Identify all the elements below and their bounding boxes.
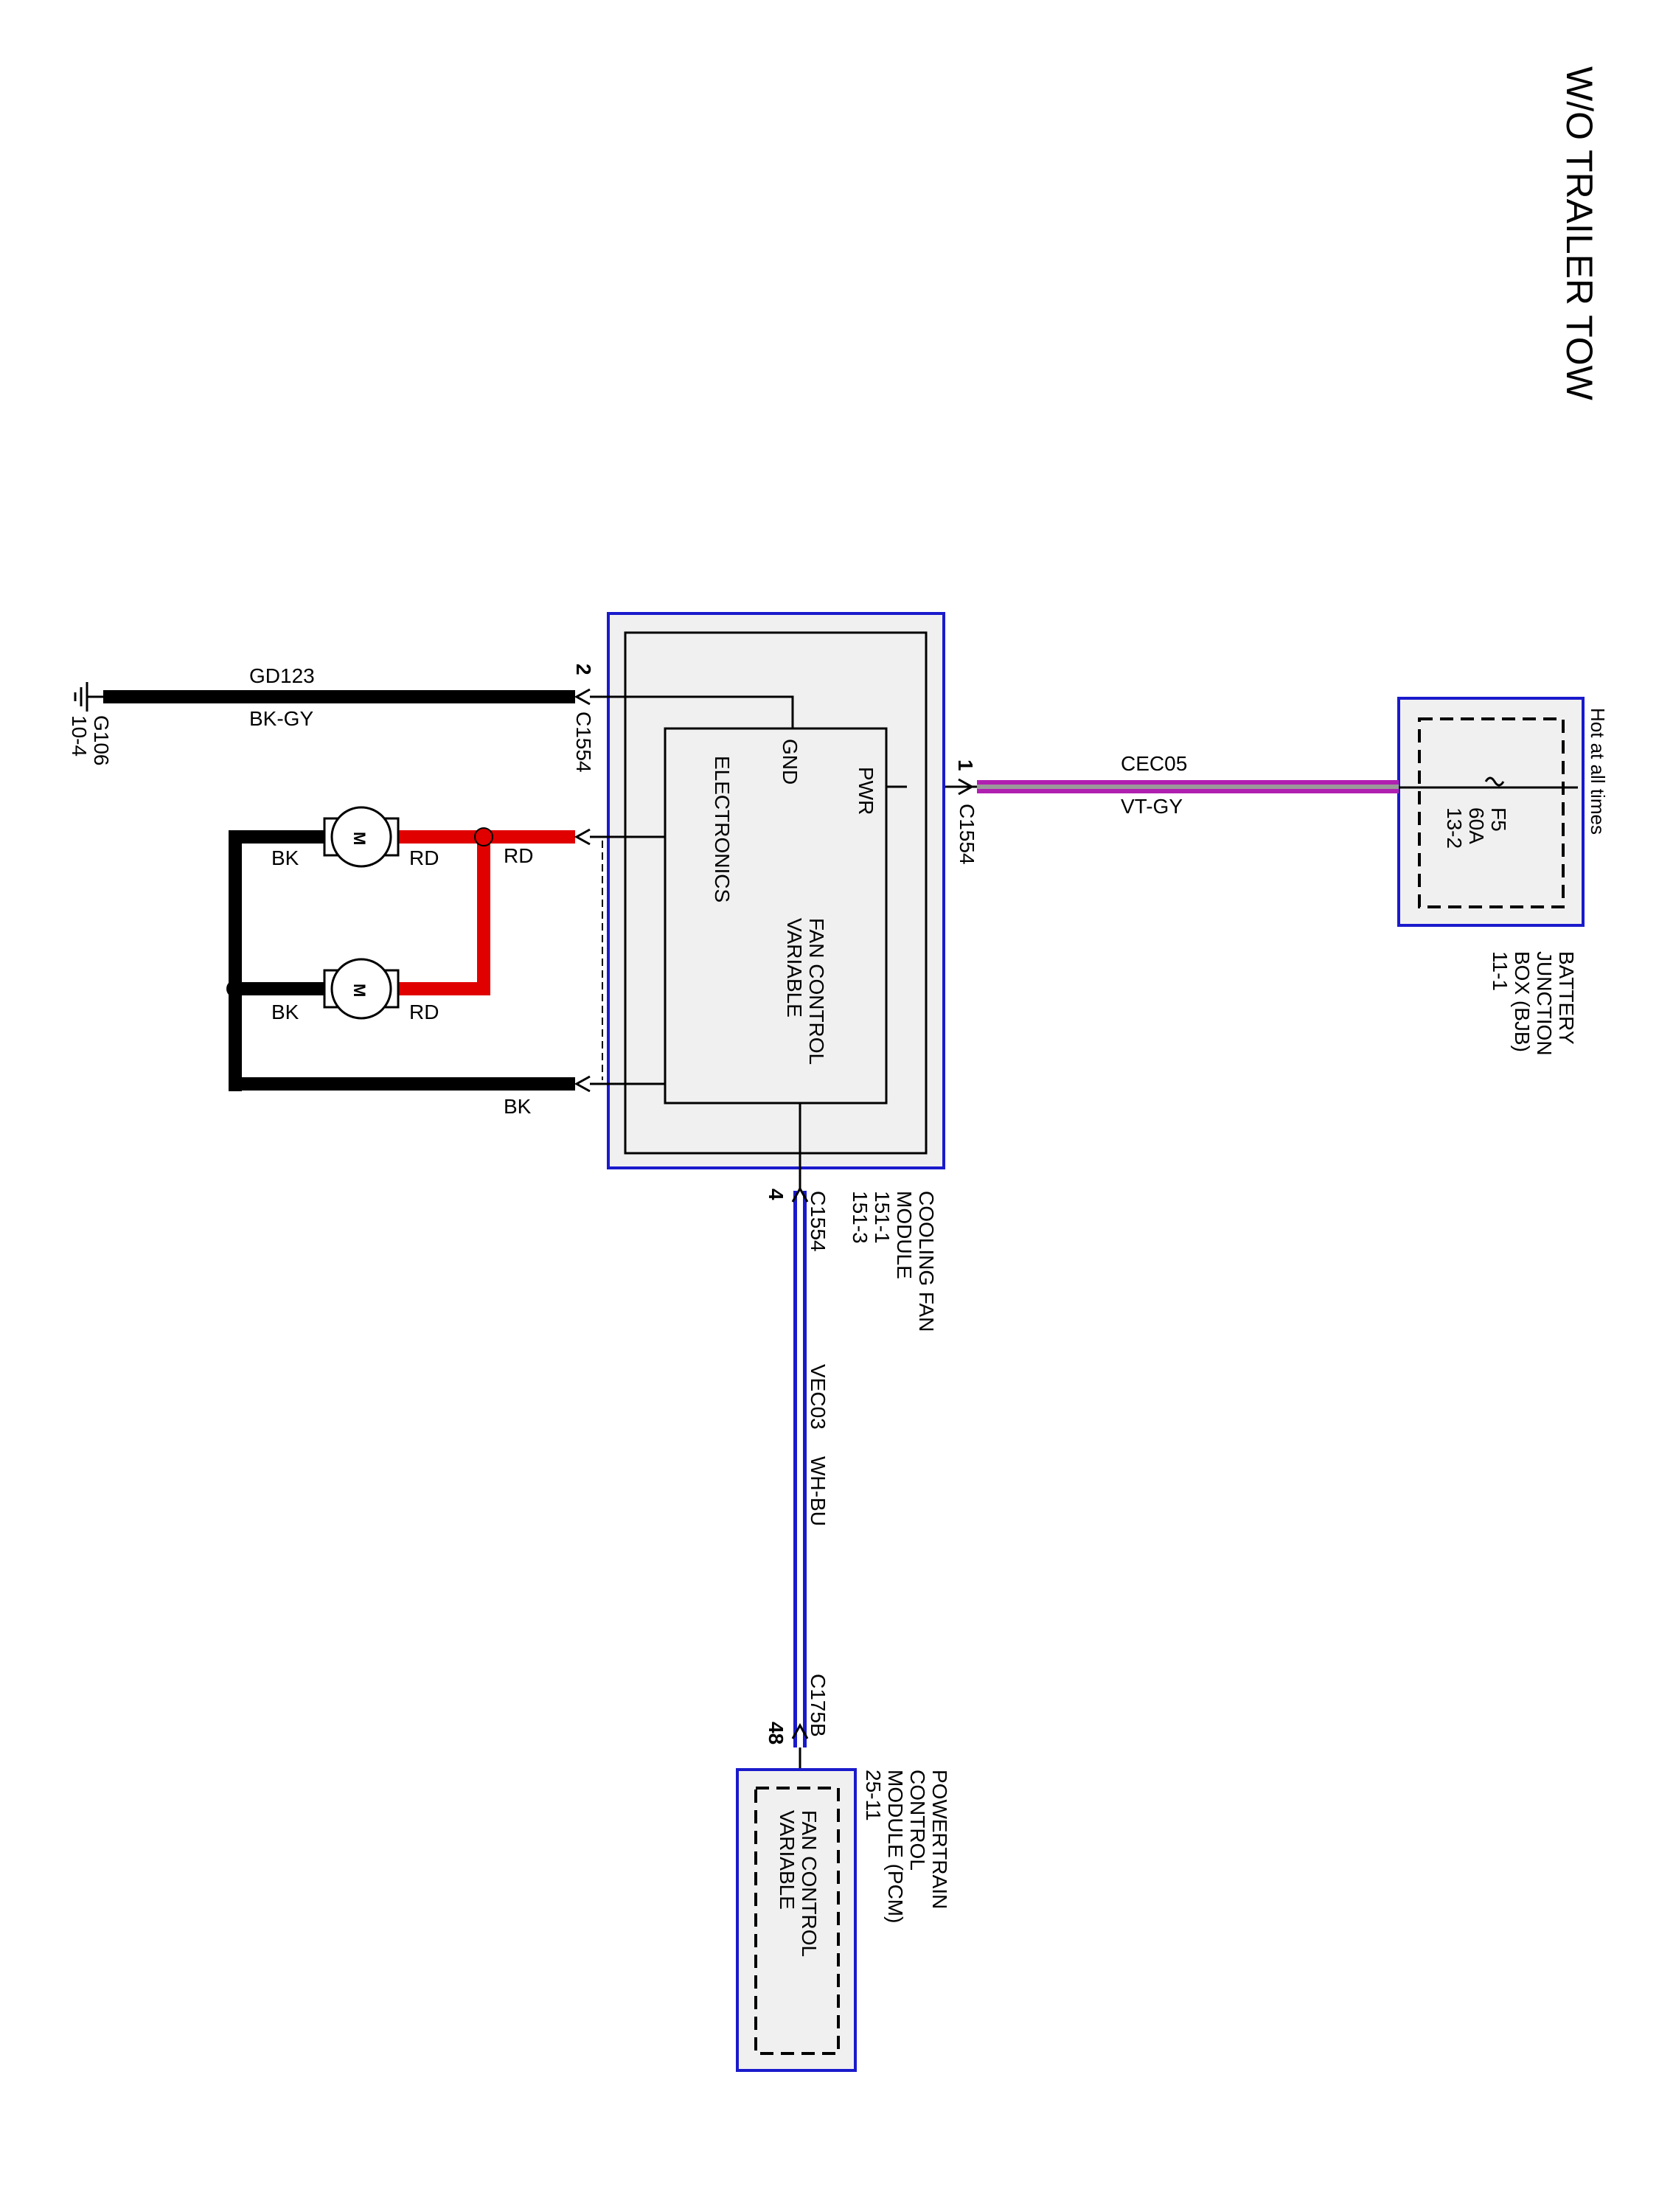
signal-cfm-connector: C1554 (807, 1191, 830, 1252)
cfm-gnd-link (590, 695, 794, 728)
upper-black-wire (229, 830, 324, 844)
lower-motor-neg-label: BK (271, 1001, 299, 1023)
red-lower-wire (398, 982, 490, 995)
cfm-fan-label-line-1: FAN CONTROL (805, 918, 828, 1065)
signal-pcm-connector: C175B (807, 1674, 830, 1737)
pwr-connector-icon (958, 778, 975, 796)
bjb-name-line-1: BATTERY (1555, 951, 1578, 1045)
bjb-hot-label: Hot at all times (1587, 708, 1609, 835)
ground-pin: 2 (572, 664, 595, 675)
cfm-signal-connector-icon (791, 1186, 809, 1203)
fuse-ref: 13-2 (1443, 807, 1466, 849)
ground-wire-circuit: GD123 (249, 664, 315, 687)
bjb-name-line-3: BOX (BJB) (1511, 951, 1534, 1052)
signal-wire-color: WH-BU (807, 1456, 830, 1526)
lower-motor-symbol: M (350, 984, 369, 997)
upper-motor-pos-label: RD (409, 846, 439, 869)
lower-motor-icon: M (323, 958, 400, 1020)
fan-motors: M M BK RD RD BK RD BK (226, 806, 591, 1118)
bjb-outer-border (1397, 697, 1585, 927)
cfm-gnd-label: GND (779, 739, 801, 785)
cfm-fan-label-line-2: VARIABLE (783, 918, 806, 1018)
fuse-icon (1484, 776, 1505, 787)
pwr-connector: C1554 (956, 804, 978, 865)
pwr-wire-circuit: CEC05 (1121, 752, 1187, 775)
bjb-name-line-4: 11-1 (1489, 951, 1512, 991)
pcm-name-line-3: MODULE (PCM) (884, 1770, 907, 1923)
upper-motor-icon: M (323, 806, 400, 868)
battery-junction-box: Hot at all times F5 60A 13-2 BATTERY JUN… (1397, 697, 1609, 1056)
pcm-inner-dashed (754, 1787, 840, 2055)
bjb-inner-dashed (1418, 717, 1565, 908)
black-return-wire (229, 1077, 575, 1091)
feed-connector-icon (574, 828, 591, 846)
ground-connector: C1554 (572, 712, 595, 773)
lower-motor-pos-label: RD (409, 1001, 439, 1023)
red-splice-icon (474, 827, 493, 846)
cfm-electronics-label: ELECTRONICS (711, 756, 734, 902)
pwr-wire-color: VT-GY (1121, 795, 1183, 818)
ground-wire-black (103, 690, 575, 703)
black-return-label: BK (504, 1095, 532, 1118)
red-riser-wire (477, 837, 490, 995)
signal-wire-white-stripe (797, 1191, 803, 1747)
ground-wire: GD123 BK-GY 2 C1554 G106 10-4 (68, 664, 595, 773)
pcm-fan-label-line-2: VARIABLE (776, 1810, 799, 1910)
ground-icon (74, 682, 88, 712)
upper-motor-symbol: M (350, 832, 369, 845)
pcm-name-line-4: 25-11 (862, 1770, 885, 1821)
cfm-name-line-4: 151-3 (849, 1191, 872, 1244)
pcm-name-line-2: CONTROL (906, 1770, 929, 1871)
cfm-electronics-box (664, 727, 888, 1105)
fuse-name: F5 (1487, 807, 1510, 832)
signal-pcm-pin: 48 (765, 1722, 787, 1745)
black-splice-icon (226, 980, 244, 998)
signal-wire: 4 C1554 VEC03 WH-BU C175B 48 (765, 1186, 830, 1770)
signal-cfm-pin: 4 (765, 1189, 787, 1200)
cfm-name-line-2: MODULE (893, 1191, 916, 1279)
pwr-wire-gray-stripe (977, 785, 1399, 789)
cfm-name-line-1: COOLING FAN (915, 1191, 938, 1332)
pcm-signal-connector-icon (791, 1722, 809, 1739)
lower-black-wire (229, 982, 324, 995)
black-riser-wire (229, 830, 242, 1091)
ground-connector-icon (574, 688, 591, 706)
diagram-title: W/O TRAILER TOW (1559, 66, 1600, 401)
signal-wire-circuit: VEC03 (807, 1364, 830, 1430)
cfm-name-line-3: 151-1 (871, 1191, 894, 1244)
pwr-pin: 1 (954, 759, 977, 771)
red-feed-label: RD (504, 844, 533, 867)
ground-wire-color: BK-GY (249, 707, 313, 730)
powertrain-control-module: FAN CONTROL VARIABLE POWERTRAIN CONTROL … (736, 1768, 951, 2072)
pcm-name-line-1: POWERTRAIN (928, 1770, 951, 1909)
pcm-fan-label-line-1: FAN CONTROL (798, 1810, 821, 1957)
ground-ref: 10-4 (68, 715, 91, 757)
upper-motor-neg-label: BK (271, 846, 299, 869)
return-connector-icon (574, 1075, 591, 1093)
cooling-fan-module: PWR GND ELECTRONICS FAN CONTROL VARIABLE… (590, 612, 945, 1332)
bjb-name-line-2: JUNCTION (1533, 951, 1556, 1056)
fuse-rating: 60A (1465, 807, 1488, 844)
cfm-pwr-label: PWR (855, 767, 877, 815)
ground-name: G106 (90, 715, 113, 766)
